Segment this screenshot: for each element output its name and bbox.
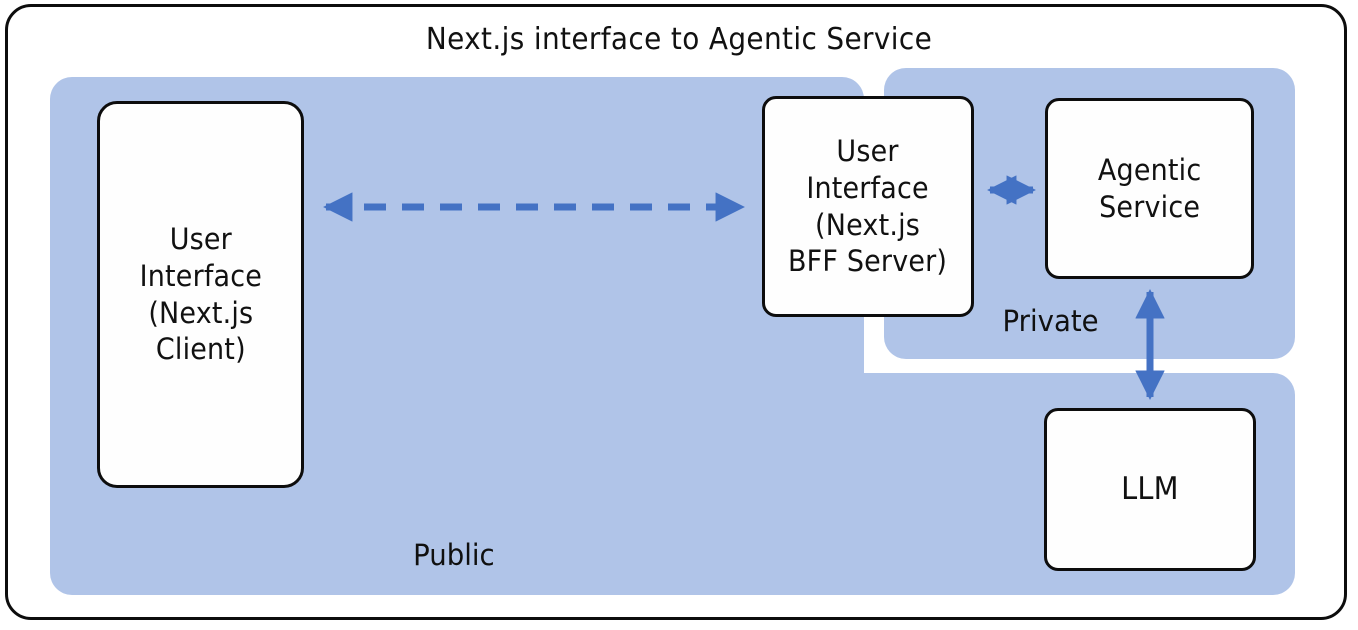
node-line: (Next.js: [815, 207, 921, 242]
zone-label-public: Public: [413, 538, 495, 572]
node-line: Interface: [806, 170, 930, 205]
page-title: Next.js interface to Agentic Service: [425, 22, 933, 57]
node-line: User: [169, 221, 232, 256]
node-line: Client): [155, 332, 246, 367]
node-user-interface-client[interactable]: User Interface (Next.js Client): [97, 101, 304, 488]
node-line: BFF Server): [788, 244, 948, 279]
node-user-interface-bff-server[interactable]: User Interface (Next.js BFF Server): [762, 96, 974, 317]
node-line: (Next.js: [148, 295, 253, 330]
node-line: Interface: [139, 258, 262, 293]
node-line: User: [836, 133, 900, 168]
node-line: Service: [1099, 189, 1200, 224]
node-llm[interactable]: LLM: [1044, 408, 1256, 571]
node-agentic-service[interactable]: Agentic Service: [1045, 98, 1254, 279]
node-line: Agentic: [1097, 152, 1202, 187]
node-line: LLM: [1121, 470, 1179, 507]
zone-label-private: Private: [1002, 304, 1099, 338]
